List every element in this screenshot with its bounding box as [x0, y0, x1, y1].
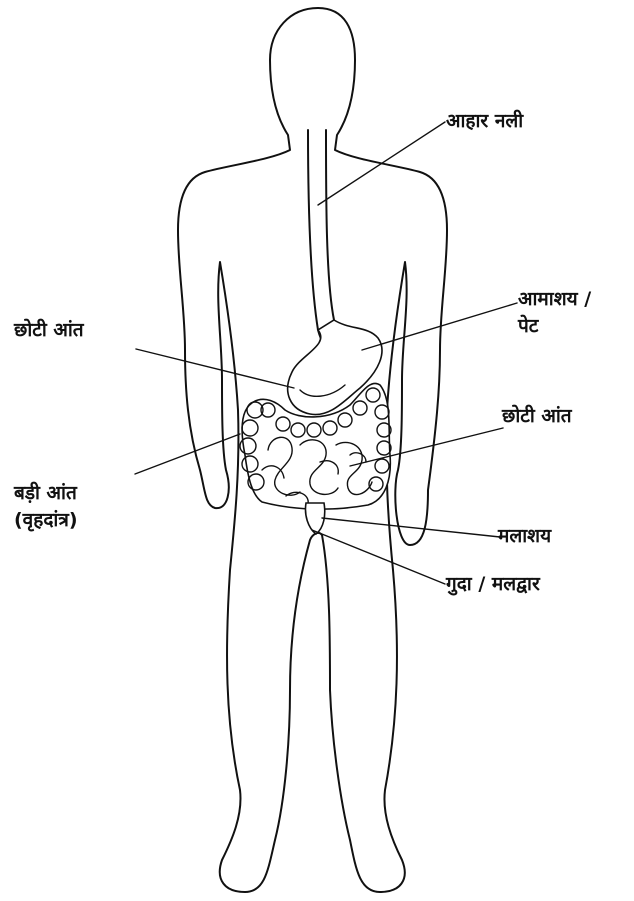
- leader-anus: [312, 530, 445, 584]
- label-small-intestine-left: छोटी आंत: [14, 318, 84, 342]
- label-anus: गुदा / मलद्वार: [446, 572, 540, 596]
- label-stomach-line2: पेट: [518, 314, 538, 338]
- label-stomach-line1: आमाशय /: [518, 287, 591, 311]
- leader-rectum: [322, 518, 500, 537]
- label-large-intestine-line1: बड़ी आंत: [14, 481, 77, 505]
- leader-small-intestine-left: [136, 349, 294, 388]
- label-esophagus: आहार नली: [446, 109, 523, 133]
- label-rectum: मलाशय: [498, 524, 551, 548]
- label-small-intestine-right: छोटी आंत: [502, 404, 572, 428]
- label-large-intestine-line2: (वृहदांत्र): [14, 508, 78, 532]
